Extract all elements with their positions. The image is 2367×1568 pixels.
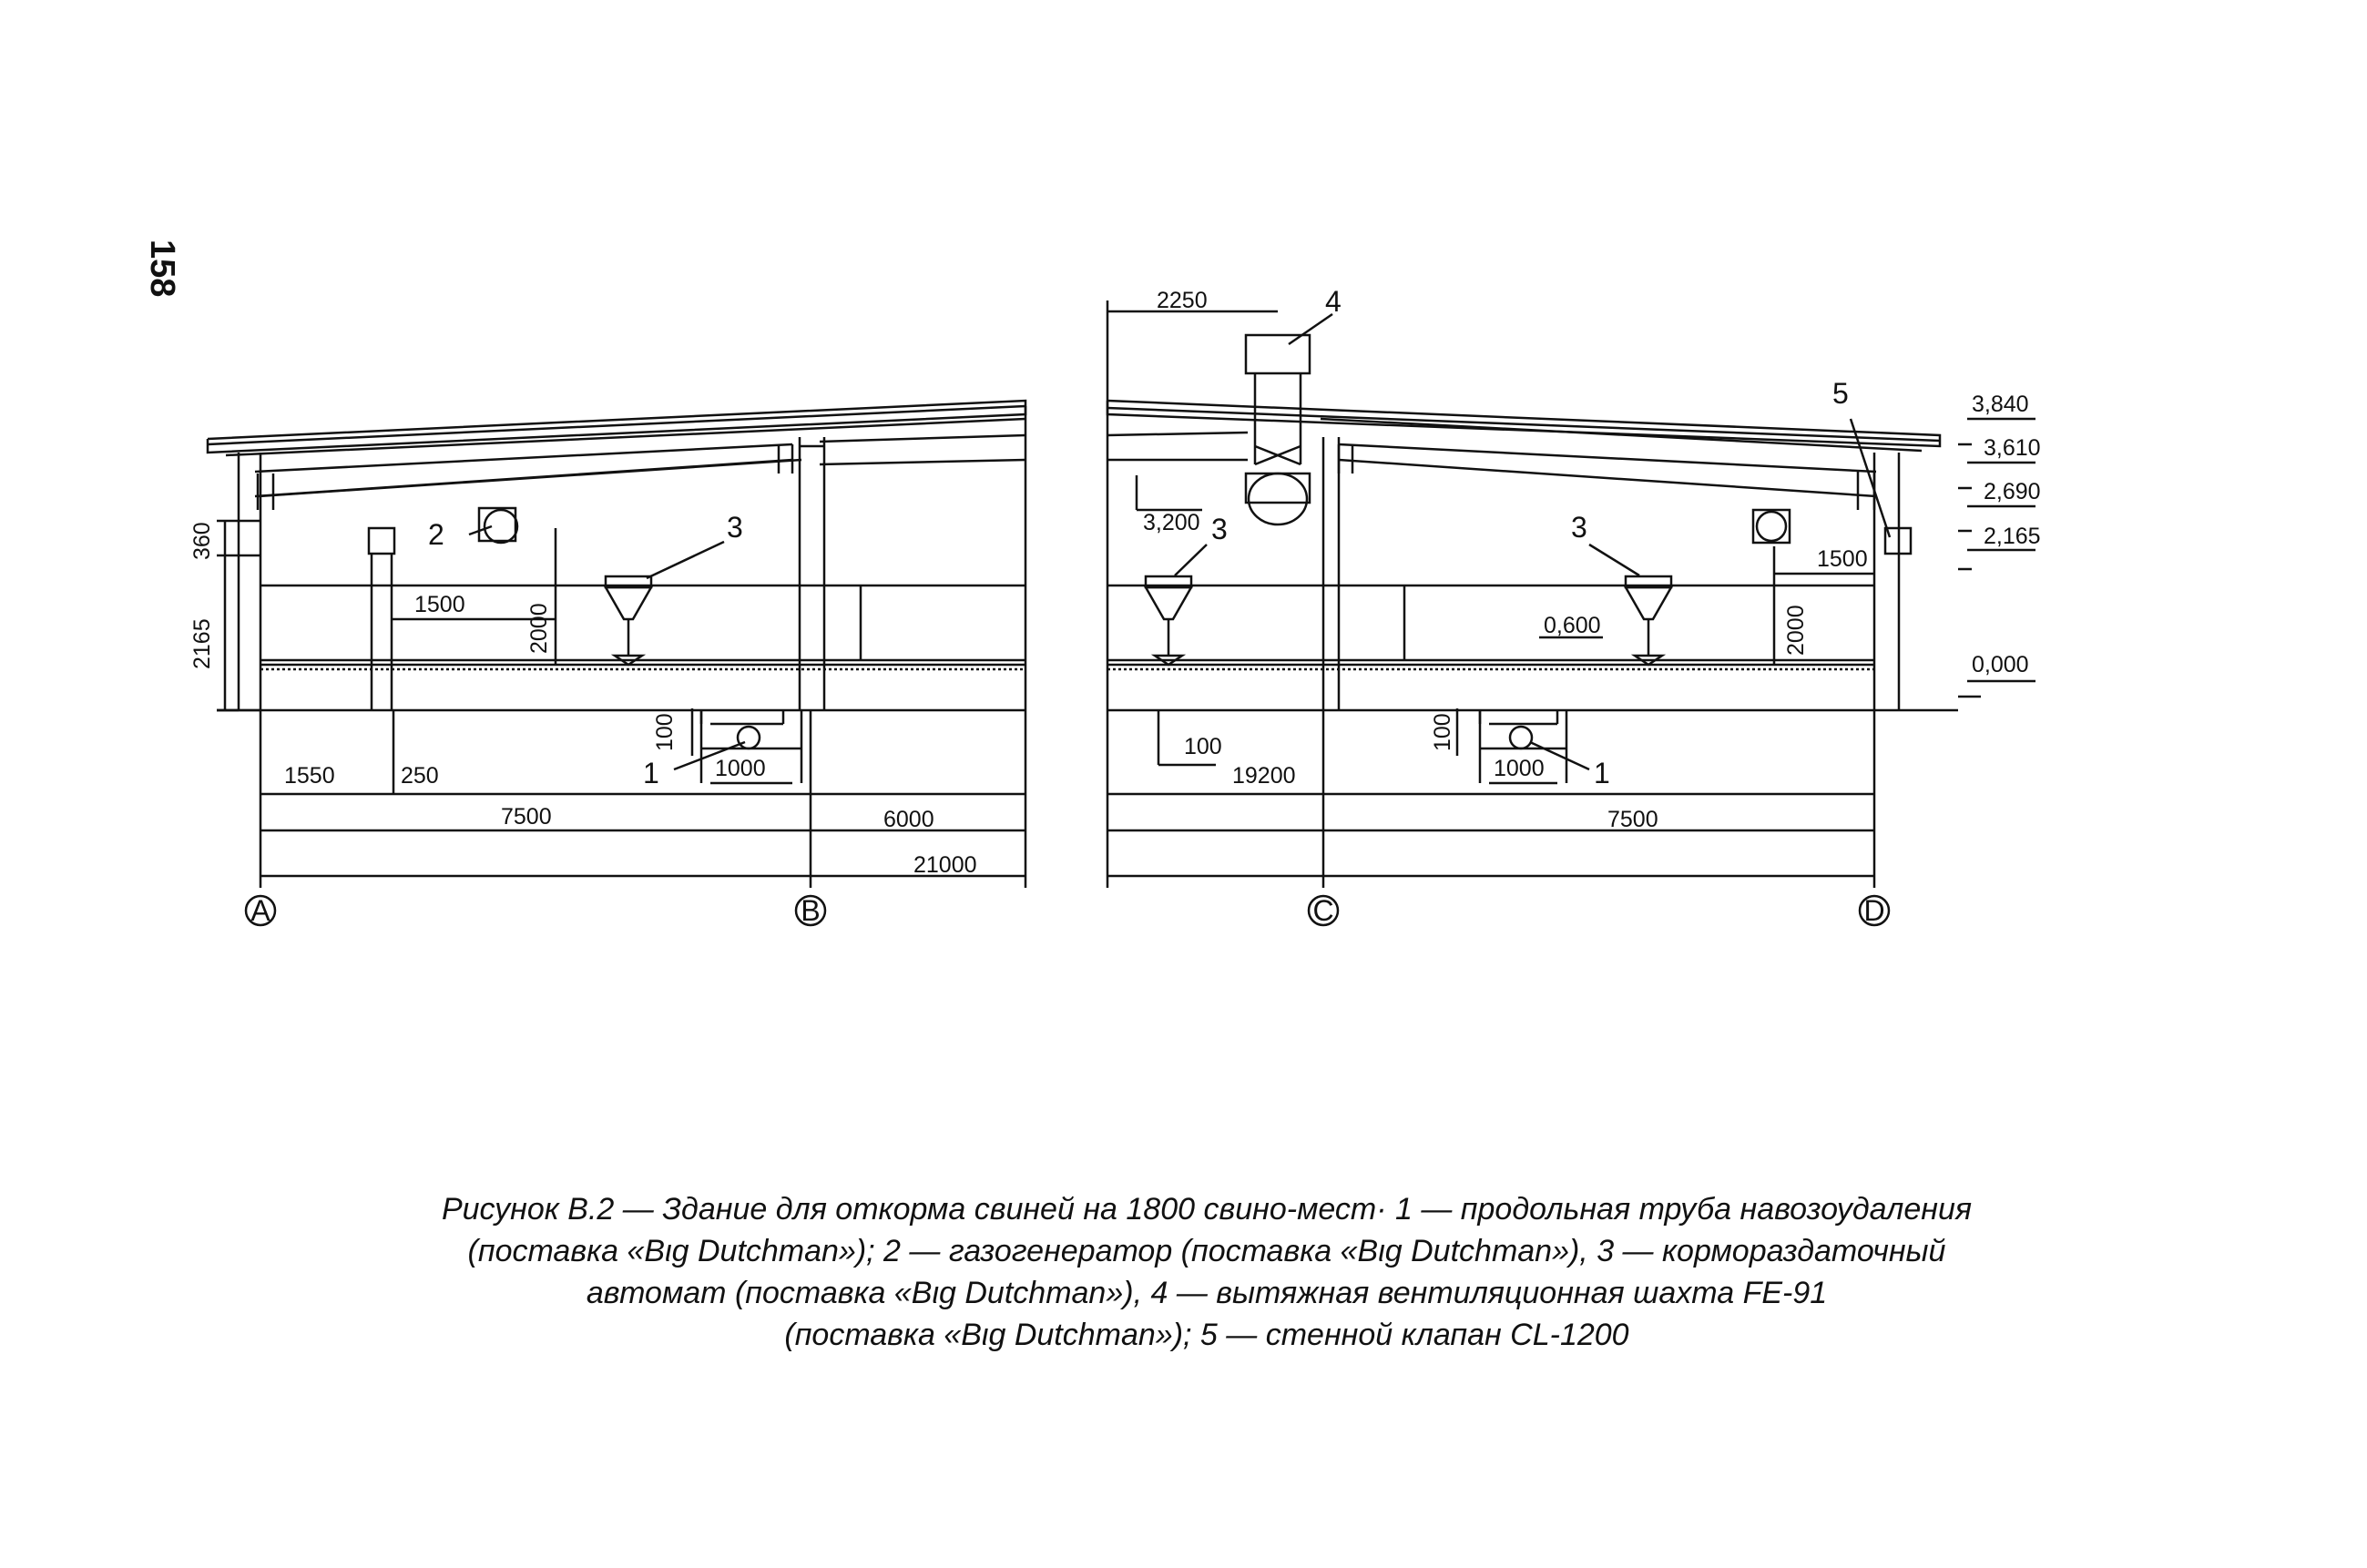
dim-1500-right: 1500 <box>1817 546 1868 572</box>
dimension-lines-right <box>1106 300 1876 888</box>
heater-right <box>1751 508 1791 545</box>
dim-2250: 2250 <box>1157 288 1208 313</box>
feeder-right-2 <box>1623 575 1674 667</box>
downpipe-left <box>367 526 396 710</box>
dim-1000-left: 1000 <box>715 756 766 781</box>
caption-line-1: Рисунок В.2 — Здание для откорма свиней … <box>441 1192 1973 1227</box>
manure-pit-right <box>1478 710 1568 783</box>
dim-19200: 19200 <box>1232 763 1296 789</box>
dim-3200: 3,200 <box>1143 510 1200 535</box>
dim-360: 360 <box>189 522 215 560</box>
dim-7500-left: 7500 <box>501 804 552 830</box>
callout-3-mid: 3 <box>1211 513 1228 545</box>
dim-1500-left: 1500 <box>414 592 465 617</box>
axis-label-c: C <box>1312 894 1333 927</box>
figure-caption: Рисунок В.2 — Здание для откорма свиней … <box>228 1188 2186 1356</box>
level-2690: 2,690 <box>1984 479 2041 504</box>
dim-2000-right: 2000 <box>1783 605 1809 656</box>
caption-line-4: (поставка «Bιg Dutchman»); 5 — стенной к… <box>784 1318 1629 1352</box>
axis-markers <box>244 894 1891 927</box>
dim-2165: 2165 <box>189 618 215 669</box>
level-3610: 3,610 <box>1984 435 2041 461</box>
dim-100-left: 100 <box>652 713 678 751</box>
axis-label-b: B <box>801 894 820 927</box>
callout-3-left: 3 <box>727 511 743 544</box>
dim-250: 250 <box>401 763 439 789</box>
feeder-right-1 <box>1143 575 1194 667</box>
column-c <box>1321 437 1341 710</box>
dim-2000-left: 2000 <box>526 603 552 654</box>
roof-right <box>1106 399 1942 453</box>
axis-label-a: A <box>250 894 270 927</box>
callout-1-left: 1 <box>643 757 659 789</box>
vent-shaft <box>1244 333 1311 526</box>
level-2165: 2,165 <box>1984 524 2041 549</box>
floor-right <box>1107 708 1958 726</box>
partition-walls-left <box>260 584 1025 671</box>
callout-2: 2 <box>428 518 444 551</box>
partition-walls-right <box>1107 584 1874 671</box>
manure-pit-left <box>699 710 803 783</box>
roof-left <box>206 399 1027 457</box>
callout-5: 5 <box>1832 377 1849 410</box>
gas-generator <box>477 506 519 545</box>
dim-0600: 0,600 <box>1544 613 1601 638</box>
dim-1000-right: 1000 <box>1494 756 1545 781</box>
leader-lines <box>468 312 1892 771</box>
caption-line-3: автомат (поставка «Bιg Dutchman»), 4 — в… <box>586 1276 1828 1310</box>
feeder-left <box>603 575 654 667</box>
dim-100-pit-right: 100 <box>1430 713 1455 751</box>
wall-valve <box>1883 526 1913 555</box>
level-marks <box>1958 417 2035 698</box>
callout-3-right: 3 <box>1571 511 1587 544</box>
floor-left <box>217 708 1025 726</box>
dimension-lines-left <box>217 406 1027 888</box>
dim-21000: 21000 <box>913 852 977 878</box>
dim-100-right: 100 <box>1184 734 1222 759</box>
dim-1550: 1550 <box>284 763 335 789</box>
truss-right <box>1107 431 1877 510</box>
wall-right <box>1872 453 1901 710</box>
truss-left <box>254 433 1026 510</box>
wall-left <box>217 453 262 712</box>
level-3840: 3,840 <box>1972 392 2029 417</box>
level-0000: 0,000 <box>1972 652 2029 677</box>
dim-6000: 6000 <box>883 807 934 832</box>
callout-4: 4 <box>1325 285 1342 318</box>
dim-7500-right: 7500 <box>1607 807 1658 832</box>
axis-label-d: D <box>1863 894 1884 927</box>
callout-1-right: 1 <box>1594 757 1610 789</box>
caption-line-2: (поставка «Bιg Dutchman»); 2 — газогенер… <box>467 1234 1946 1268</box>
